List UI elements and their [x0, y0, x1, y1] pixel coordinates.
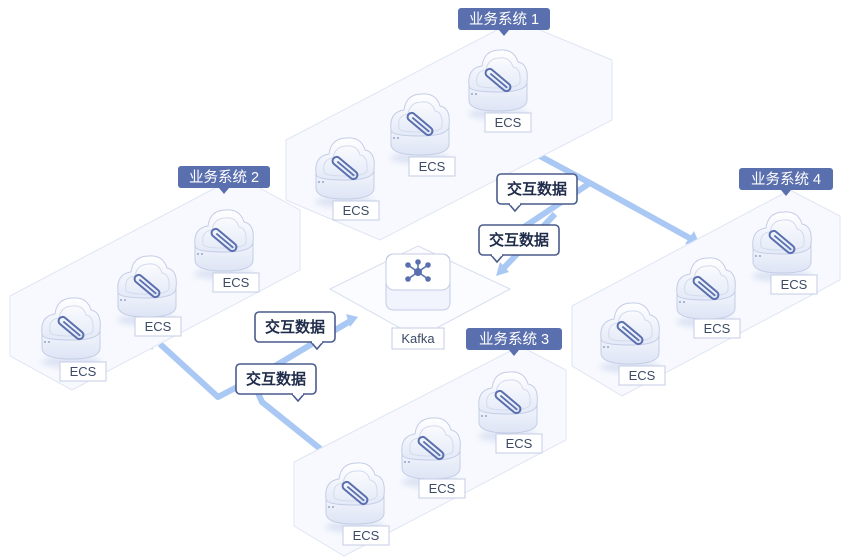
ecs-label-box [418, 478, 466, 499]
svg-text:Kafka: Kafka [401, 331, 435, 346]
interaction-label-text: 交互数据 [246, 370, 306, 388]
ecs-node: ECS [325, 463, 390, 546]
ecs-node: ECS [478, 372, 543, 454]
ecs-label: ECS [353, 528, 380, 543]
arrowhead-kafka [496, 262, 509, 276]
ecs-label-box [342, 525, 390, 546]
ecs-label-box [484, 112, 532, 133]
ecs-label: ECS [506, 436, 533, 451]
ecs-label-box [332, 200, 380, 221]
ecs-label: ECS [145, 319, 172, 334]
ecs-node: ECS [315, 138, 380, 221]
ecs-label-box [770, 274, 818, 295]
ecs-label-box [59, 361, 107, 382]
ecs-label-box [693, 318, 741, 339]
system-badge-label: 业务系统 3 [479, 331, 549, 348]
system-badge: 业务系统 1 [458, 8, 550, 36]
system-badge: 业务系统 3 [466, 328, 562, 356]
system-badge-label: 业务系统 4 [751, 171, 821, 188]
ecs-node: ECS [401, 418, 466, 499]
business-system-2: ECS ECS ECS 业务系统 2 [9, 166, 301, 391]
ecs-node: ECS [390, 94, 456, 177]
ecs-node: ECS [600, 303, 666, 386]
interaction-label-text: 交互数据 [489, 231, 549, 249]
interaction-label: 交互数据 [235, 363, 317, 403]
ecs-label: ECS [704, 321, 731, 336]
business-system-1: ECS ECS ECS 业务系统 1 [285, 8, 613, 241]
ecs-node: ECS [117, 256, 182, 337]
ecs-label: ECS [70, 364, 97, 379]
interaction-label-text: 交互数据 [265, 318, 325, 336]
interaction-label: 交互数据 [254, 311, 336, 351]
kafka-label: Kafka [391, 327, 445, 350]
ecs-label-box [212, 272, 260, 293]
ecs-label-box [134, 316, 182, 337]
ecs-node: ECS [468, 50, 532, 133]
ecs-label-box [495, 433, 543, 454]
ecs-label: ECS [781, 277, 808, 292]
interaction-label-text: 交互数据 [507, 180, 567, 198]
ecs-node: ECS [41, 298, 107, 382]
ecs-label-box [408, 156, 456, 177]
ecs-label: ECS [223, 275, 250, 290]
interaction-label: 交互数据 [496, 173, 578, 213]
system-badge-label: 业务系统 2 [189, 169, 259, 186]
interaction-label: 交互数据 [478, 224, 560, 264]
business-system-3: ECS ECS ECS 业务系统 3 [293, 328, 567, 557]
kafka-network-icon [405, 259, 431, 282]
business-system-4: ECS ECS ECS 业务系统 4 [571, 168, 841, 397]
ecs-label: ECS [495, 115, 522, 130]
kafka-hub: Kafka [328, 245, 512, 350]
ecs-label: ECS [629, 368, 656, 383]
ecs-label-box [618, 365, 666, 386]
ecs-node: ECS [752, 212, 818, 295]
ecs-label: ECS [429, 481, 456, 496]
ecs-label: ECS [419, 159, 446, 174]
ecs-node: ECS [194, 210, 260, 293]
system-badge: 业务系统 2 [178, 166, 270, 194]
system-badge-label: 业务系统 1 [469, 11, 539, 28]
system-badge: 业务系统 4 [739, 168, 833, 196]
arrowhead-kafka-left [346, 314, 358, 327]
ecs-label: ECS [343, 203, 370, 218]
ecs-node: ECS [676, 258, 741, 339]
flow-arrow-system4 [588, 180, 697, 244]
